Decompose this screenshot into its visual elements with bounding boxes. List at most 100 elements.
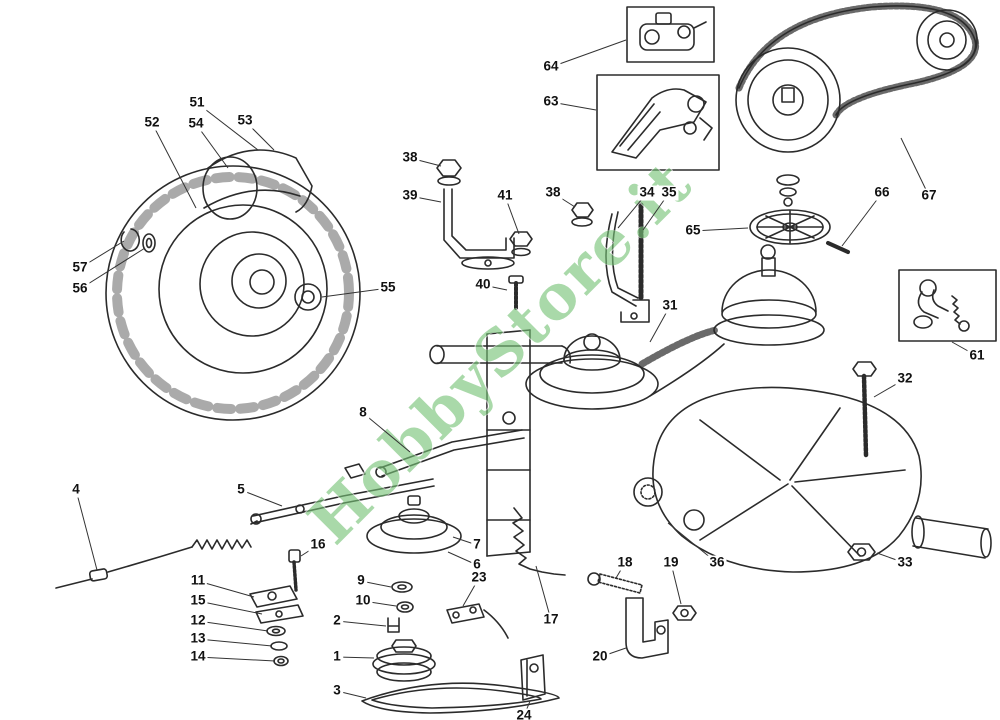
part-number-2: 2 (331, 612, 343, 629)
leader-line-11 (197, 580, 255, 598)
part-number-40: 40 (473, 276, 493, 293)
part-number-41: 41 (495, 187, 515, 204)
leader-line-51 (196, 102, 259, 151)
part-number-38: 38 (400, 149, 420, 166)
rod-35 (620, 202, 650, 323)
nut-33 (847, 543, 876, 561)
rod-34 (605, 211, 639, 307)
belt-3 (361, 682, 560, 714)
hub-cap (202, 149, 313, 220)
part-number-34: 34 (637, 184, 657, 201)
part-number-9: 9 (355, 572, 367, 589)
bracket-20 (625, 597, 669, 659)
part-number-51: 51 (187, 94, 207, 111)
part-number-3: 3 (331, 682, 343, 699)
leader-line-1 (336, 656, 375, 659)
part-number-64: 64 (541, 58, 561, 75)
bolt-38-right (571, 202, 594, 227)
spacer-2 (387, 617, 400, 633)
leader-line-15 (197, 600, 263, 615)
part-number-5: 5 (235, 481, 247, 498)
part-number-8: 8 (357, 404, 369, 421)
transmission-housing (633, 386, 992, 573)
inset-box-63 (596, 74, 720, 171)
hub-bushing-55 (294, 283, 322, 311)
bracket-24 (520, 654, 546, 701)
part-number-20: 20 (590, 648, 610, 665)
part-number-52: 52 (142, 114, 162, 131)
part-number-39: 39 (400, 187, 420, 204)
cable-4 (55, 520, 258, 589)
pulley-1 (372, 639, 436, 682)
leader-line-12 (197, 620, 269, 632)
washer-56 (142, 233, 156, 253)
bolt-40 (508, 275, 524, 310)
leader-line-4 (75, 489, 98, 571)
idler-pulley (366, 495, 462, 554)
pin-66 (826, 241, 850, 254)
bracket-39 (443, 188, 515, 270)
arm-8 (375, 429, 525, 478)
part-number-33: 33 (895, 554, 915, 571)
part-number-13: 13 (188, 630, 208, 647)
part-number-12: 12 (188, 612, 208, 629)
bolt-16 (288, 549, 301, 592)
retainer-clip-57 (120, 228, 141, 252)
bolt-38-left (436, 159, 462, 186)
part-number-36: 36 (707, 554, 727, 571)
leader-line-55 (321, 287, 389, 298)
part-number-16: 16 (308, 536, 328, 553)
upper-belt-drive (735, 2, 980, 207)
part-number-7: 7 (471, 536, 483, 553)
part-number-19: 19 (661, 554, 681, 571)
washer-9 (391, 581, 413, 593)
nut-10 (396, 601, 414, 613)
part-number-10: 10 (353, 592, 373, 609)
bracket-23 (446, 603, 509, 639)
part-number-14: 14 (188, 648, 208, 665)
leader-line-8 (362, 412, 411, 453)
part-number-24: 24 (514, 708, 534, 720)
part-number-1: 1 (331, 648, 343, 665)
leader-line-2 (336, 620, 387, 627)
spring-17 (512, 507, 566, 576)
part-number-6: 6 (471, 556, 483, 573)
leader-line-5 (240, 489, 283, 507)
part-number-17: 17 (541, 611, 561, 628)
nut-19 (672, 605, 697, 621)
part-number-54: 54 (186, 115, 206, 132)
handle-bar (429, 344, 572, 365)
part-number-67: 67 (919, 187, 939, 204)
part-number-63: 63 (541, 93, 561, 110)
part-number-61: 61 (967, 347, 987, 364)
part-number-38: 38 (543, 184, 563, 201)
inset-box-61 (898, 269, 997, 342)
leader-line-56 (79, 247, 146, 290)
leader-line-52 (151, 122, 197, 209)
tension-arm-5 (250, 463, 435, 525)
part-number-32: 32 (895, 370, 915, 387)
part-number-18: 18 (615, 554, 635, 571)
bolt-18 (587, 572, 643, 594)
part-number-31: 31 (660, 297, 680, 314)
part-number-23: 23 (469, 569, 489, 586)
part-number-53: 53 (235, 112, 255, 129)
part-number-15: 15 (188, 592, 208, 609)
part-number-65: 65 (683, 222, 703, 239)
fan-pulley-65 (749, 209, 831, 245)
drive-belt-31 (638, 326, 725, 397)
part-number-56: 56 (70, 280, 90, 297)
nut-41 (509, 231, 533, 257)
part-number-66: 66 (872, 184, 892, 201)
leader-line-14 (197, 656, 276, 662)
inset-box-64 (626, 6, 715, 63)
part-number-57: 57 (70, 259, 90, 276)
part-number-35: 35 (659, 184, 679, 201)
leader-line-66 (841, 192, 883, 247)
leader-line-64 (550, 39, 627, 68)
leader-line-67 (900, 137, 930, 197)
engine-pulley (525, 333, 659, 410)
